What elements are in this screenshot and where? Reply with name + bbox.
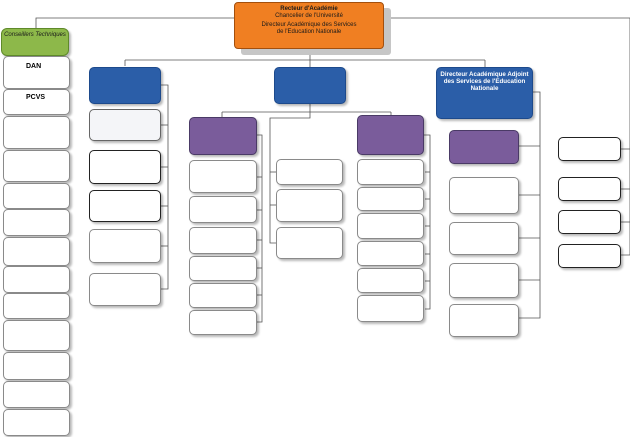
blue-box-1[interactable] [89,67,161,104]
col4-box-2[interactable] [357,187,424,211]
col5-box-2[interactable] [449,222,519,255]
recteur-title: Recteur d'Académie [280,6,338,12]
recteur-box[interactable]: Recteur d'Académie Chancelier de l'Unive… [234,2,384,49]
col1-box-3[interactable] [89,190,161,222]
col5-box-1[interactable] [449,177,519,214]
left-box-11[interactable] [3,352,70,380]
left-box-3[interactable] [3,116,70,149]
left-box-6[interactable] [3,209,70,236]
purple-box-2[interactable] [357,115,424,155]
right-box-1[interactable] [558,137,621,161]
col2-box-1[interactable] [189,160,257,193]
col2-box-4[interactable] [189,256,257,281]
left-box-12[interactable] [3,381,70,408]
purple-box-3[interactable] [449,130,519,164]
left-box-7[interactable] [3,237,70,266]
left-box-dan[interactable]: DAN [3,56,70,89]
col4-box-3[interactable] [357,213,424,239]
col2-box-6[interactable] [189,310,257,335]
left-box-10[interactable] [3,320,70,351]
left-box-13[interactable] [3,409,70,436]
purple-box-1[interactable] [189,117,257,155]
blue-box-2[interactable] [274,67,346,104]
col2-box-2[interactable] [189,196,257,223]
recteur-line-3: de l'Education Nationale [276,29,342,35]
col4-box-1[interactable] [357,159,424,185]
col5-box-4[interactable] [449,304,519,337]
col1-box-4[interactable] [89,229,161,263]
left-box-5[interactable] [3,183,70,209]
left-box-pcvs[interactable]: PCVS [3,89,70,115]
right-box-2[interactable] [558,177,621,201]
left-box-4[interactable] [3,150,70,182]
conseillers-techniques-label: Conseillers Techniques [4,32,66,38]
right-box-3[interactable] [558,210,621,234]
col3-box-1[interactable] [276,159,343,185]
col2-box-3[interactable] [189,227,257,254]
col5-box-3[interactable] [449,263,519,298]
recteur-line-1: Chancelier de l'Université [275,13,343,19]
dasen-adjoint-box[interactable]: Directeur Académique Adjoint des Service… [436,67,533,119]
col1-box-5[interactable] [89,273,161,306]
dasen-adjoint-label: Directeur Académique Adjoint des Service… [440,71,529,92]
col1-box-2[interactable] [89,150,161,184]
col3-box-2[interactable] [276,189,343,222]
left-box-8[interactable] [3,266,70,293]
col1-box-1[interactable] [89,109,161,141]
col4-box-6[interactable] [357,295,424,322]
col2-box-5[interactable] [189,283,257,308]
col4-box-5[interactable] [357,268,424,293]
recteur-line-2: Directeur Académique des Services [261,22,357,28]
col4-box-4[interactable] [357,241,424,266]
right-box-4[interactable] [558,244,621,268]
col3-box-3[interactable] [276,227,343,259]
pcvs-label: PCVS [26,94,46,101]
dan-label: DAN [26,63,42,70]
conseillers-techniques-box[interactable]: Conseillers Techniques [1,28,69,56]
left-box-9[interactable] [3,293,70,319]
